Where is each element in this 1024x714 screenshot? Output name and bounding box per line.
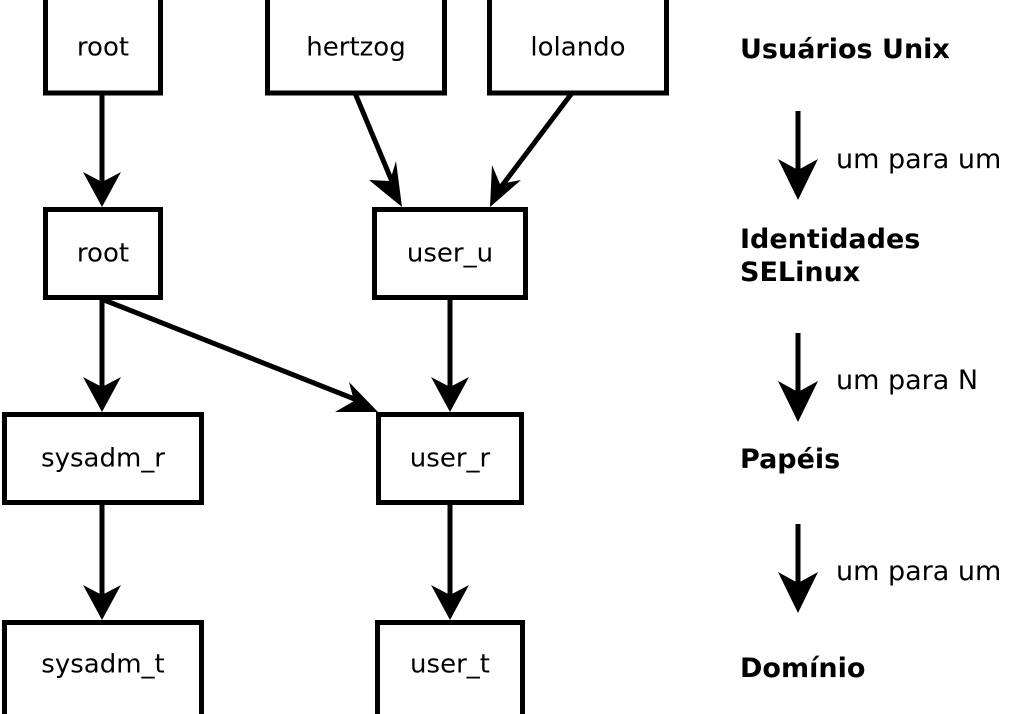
node-domain-user-t[interactable]: user_t [375,620,525,714]
legend-relation-label-1: um para um [836,144,1001,175]
node-label: hertzog [306,33,405,63]
node-selinux-user-u[interactable]: user_u [372,207,528,300]
legend-relation-label-2: um para N [836,365,978,396]
edge-sysadm-r-to-sysadm-t [83,505,121,620]
edge-user-r-to-user-t [431,505,469,620]
edge-user-u-to-user-r [431,300,469,412]
legend-stage-selinux-identities-line2: SELinux [740,257,860,288]
node-unix-lolando[interactable]: lolando [487,0,669,96]
node-label: lolando [530,33,625,63]
node-box [372,207,528,300]
node-box [376,412,524,505]
node-role-sysadm-r[interactable]: sysadm_r [2,412,204,505]
legend-arrow-one-to-n [778,333,818,422]
node-label: root [77,239,129,269]
node-unix-hertzog[interactable]: hertzog [265,0,447,96]
node-box [265,0,447,96]
node-box [2,620,204,714]
node-box [375,620,525,714]
node-box [43,0,163,96]
legend-stage-selinux-identities: Identidades [740,224,920,255]
legend-stage-roles: Papéis [740,444,840,475]
node-box [2,412,204,505]
node-selinux-root[interactable]: root [43,207,163,300]
node-unix-root[interactable]: root [43,0,163,96]
node-box [43,207,163,300]
node-box [487,0,669,96]
node-label: user_t [410,650,490,680]
edge-selinux-root-to-sysadm-r [83,300,121,412]
edge-lolando-to-user-u [490,91,574,207]
legend-relation-label-3: um para um [836,556,1001,587]
node-role-user-r[interactable]: user_r [376,412,524,505]
node-label: user_r [410,444,491,474]
node-label: user_u [407,239,493,269]
legend-arrow-one-to-one-2 [778,524,818,613]
legend-arrow-one-to-one-1 [778,111,818,200]
node-label: sysadm_t [41,650,164,680]
edge-unix-root-to-selinux-root [83,93,121,207]
node-domain-sysadm-t[interactable]: sysadm_t [2,620,204,714]
node-label: sysadm_r [41,444,165,474]
edge-hertzog-to-user-u [352,92,402,207]
legend-stage-domain: Domínio [740,653,865,684]
node-label: root [77,33,129,63]
legend-stage-unix-users: Usuários Unix [740,34,950,65]
edge-selinux-root-to-user-r [103,297,378,412]
